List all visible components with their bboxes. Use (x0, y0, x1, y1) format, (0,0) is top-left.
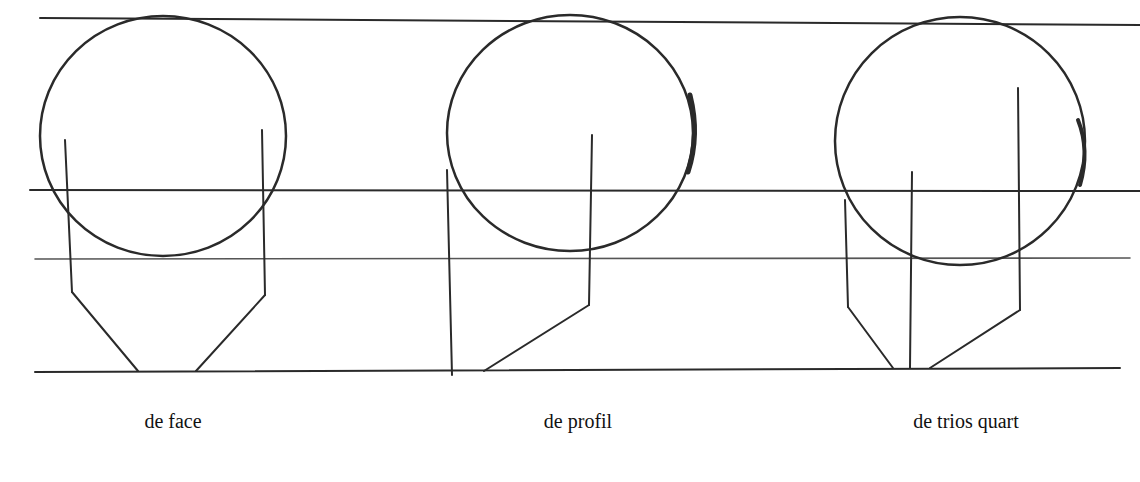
neck-line (589, 135, 592, 305)
view-label: de face (144, 410, 201, 433)
neck-line (262, 130, 265, 295)
head-circle (447, 15, 693, 251)
jaw-line (930, 310, 1020, 368)
neck-line (845, 200, 848, 307)
center-line (910, 172, 912, 368)
head-circle (835, 17, 1085, 265)
head-circle (40, 16, 286, 256)
head-shading (688, 95, 695, 172)
jaw-line (196, 295, 265, 371)
neck-line (65, 140, 72, 292)
jaw-line (72, 292, 138, 371)
view-label: de trios quart (913, 410, 1019, 433)
neck-line (447, 170, 452, 375)
guide-line (30, 190, 1140, 191)
guide-line (35, 258, 1130, 259)
jaw-line (484, 305, 589, 371)
view-label: de profil (544, 410, 612, 433)
jaw-line (848, 307, 893, 368)
head-shading (1078, 120, 1085, 185)
neck-line (1018, 88, 1020, 310)
